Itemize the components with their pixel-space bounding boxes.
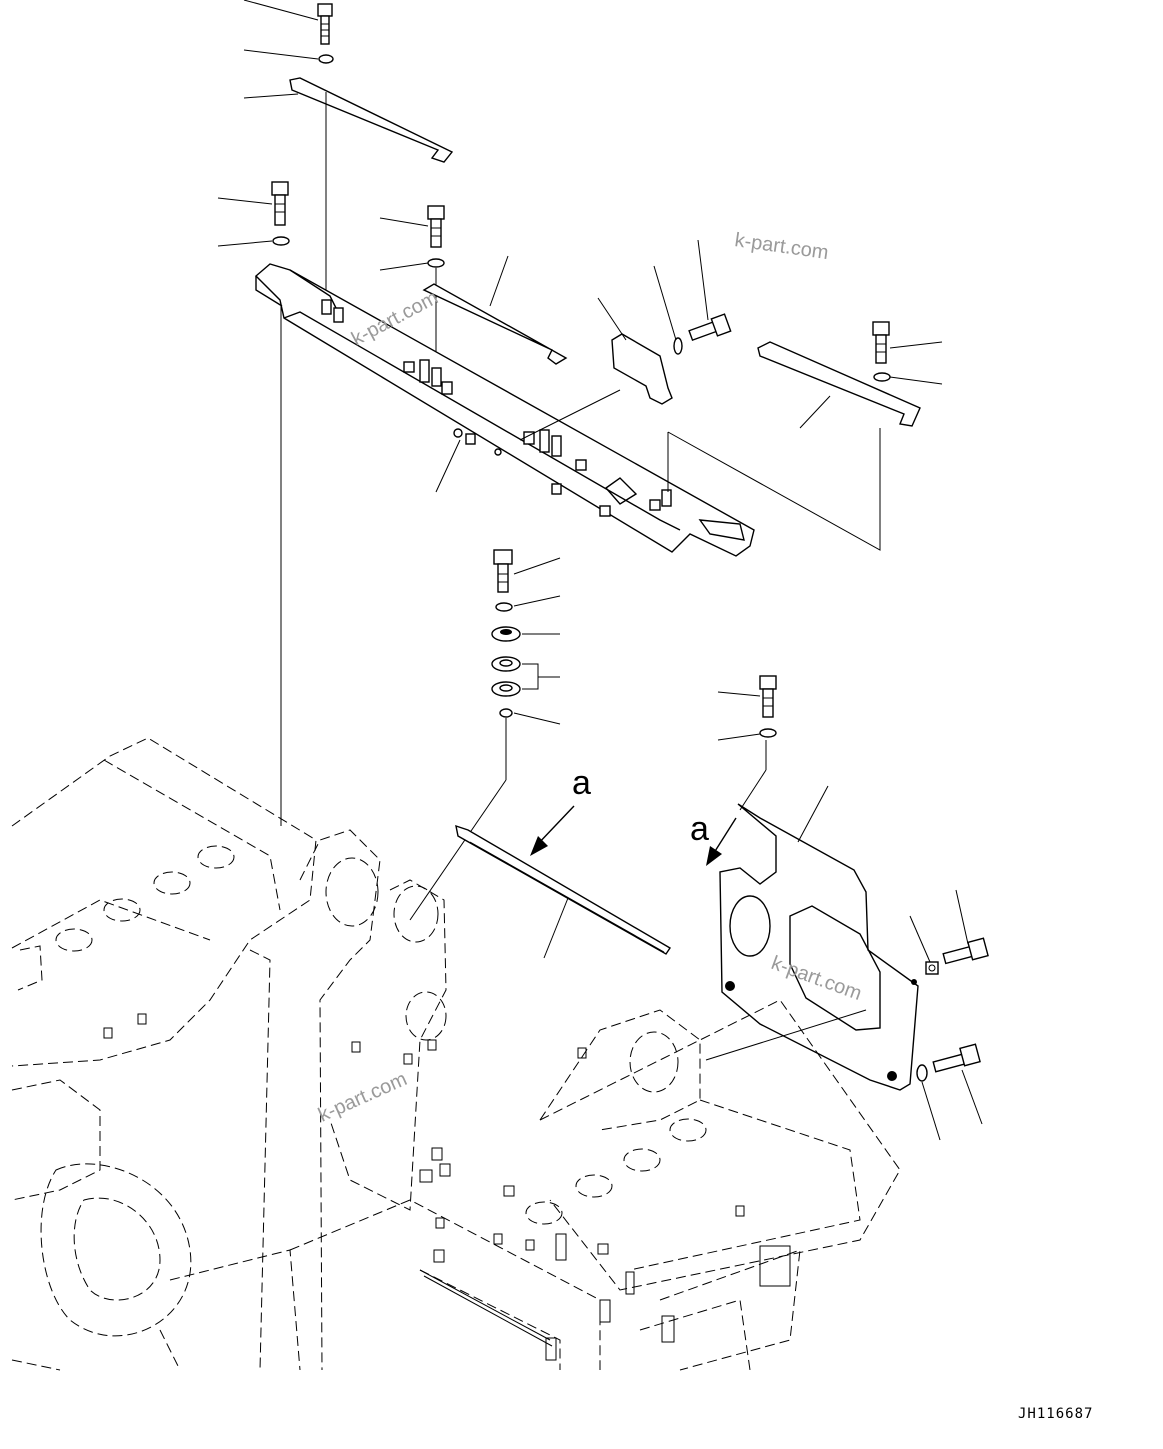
view-label-upper: a [572,764,591,802]
top-cover-plate[interactable] [289,77,454,163]
right-bolt[interactable] [872,321,890,364]
callout-leaders [217,0,983,1141]
machine-chassis [11,737,901,1371]
left-bolt[interactable] [271,181,289,226]
top-bolt[interactable] [317,3,333,45]
right-cover-plate[interactable] [757,341,921,427]
center-bolt[interactable] [493,549,513,593]
bracket-bolt[interactable] [688,313,732,342]
view-arrow-lower [706,817,737,866]
center-shim-lower[interactable] [491,681,521,697]
view-arrow-upper [530,805,575,856]
chassis-bosses [55,845,707,1225]
side-nut[interactable] [925,961,939,975]
side-bolt-upper[interactable] [942,937,989,965]
view-label-lower: a [690,810,709,848]
right-washer[interactable] [873,372,891,382]
center-thick-washer[interactable] [491,626,521,642]
side-cover-bolt[interactable] [759,675,777,718]
side-bolt-lower[interactable] [932,1043,981,1073]
drawing-code: JH116687 [1018,1406,1093,1422]
side-cover[interactable] [719,803,919,1091]
mid-washer[interactable] [427,258,445,268]
left-washer[interactable] [272,236,290,246]
center-o-ring[interactable] [499,708,513,718]
main-frame-rail[interactable] [254,263,755,557]
side-cover-washer[interactable] [759,728,777,738]
watermark-bottom-left: k-part.com [315,1068,410,1127]
mid-cover-plate[interactable] [422,283,568,365]
mounting-bracket[interactable] [611,333,673,405]
mid-bolt[interactable] [427,205,445,248]
bracket-washer[interactable] [673,337,683,355]
side-washer-lower[interactable] [916,1064,928,1082]
center-shim-upper[interactable] [491,656,521,672]
chassis-studs [103,1013,791,1361]
watermark-top-right: k-part.com [733,229,830,264]
center-washer[interactable] [495,602,513,612]
top-washer[interactable] [318,54,334,64]
long-strip[interactable] [455,824,671,955]
